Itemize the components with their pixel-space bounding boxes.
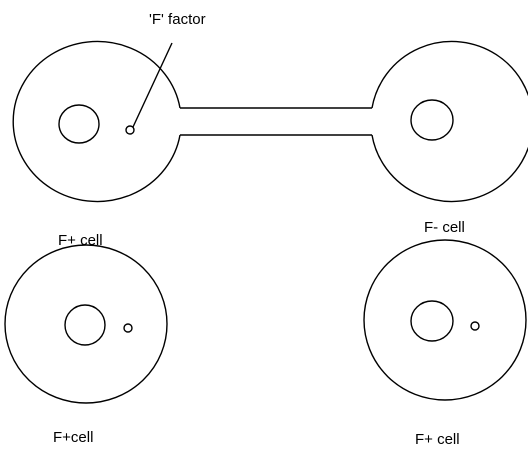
donor-f-factor-plasmid bbox=[125, 125, 135, 135]
result-left-cell-label: F+cell bbox=[53, 429, 93, 446]
conjugation-bridge bbox=[180, 107, 372, 136]
recipient-cell-label: F- cell bbox=[424, 219, 465, 236]
f-factor-pointer-line bbox=[132, 42, 173, 128]
result-right-cell-label: F+ cell bbox=[415, 431, 460, 448]
donor-cell bbox=[12, 40, 181, 203]
result-cell-left bbox=[4, 244, 168, 404]
result-right-f-factor-plasmid bbox=[470, 321, 480, 331]
donor-cell-nucleus bbox=[58, 104, 100, 144]
result-right-nucleus bbox=[410, 300, 454, 342]
recipient-cell-nucleus bbox=[410, 99, 454, 141]
recipient-cell bbox=[371, 40, 528, 203]
result-cell-right bbox=[363, 239, 527, 401]
f-factor-label: 'F' factor bbox=[149, 11, 206, 28]
result-left-nucleus bbox=[64, 304, 106, 346]
donor-cell-label: F+ cell bbox=[58, 232, 103, 249]
result-left-f-factor-plasmid bbox=[123, 323, 133, 333]
